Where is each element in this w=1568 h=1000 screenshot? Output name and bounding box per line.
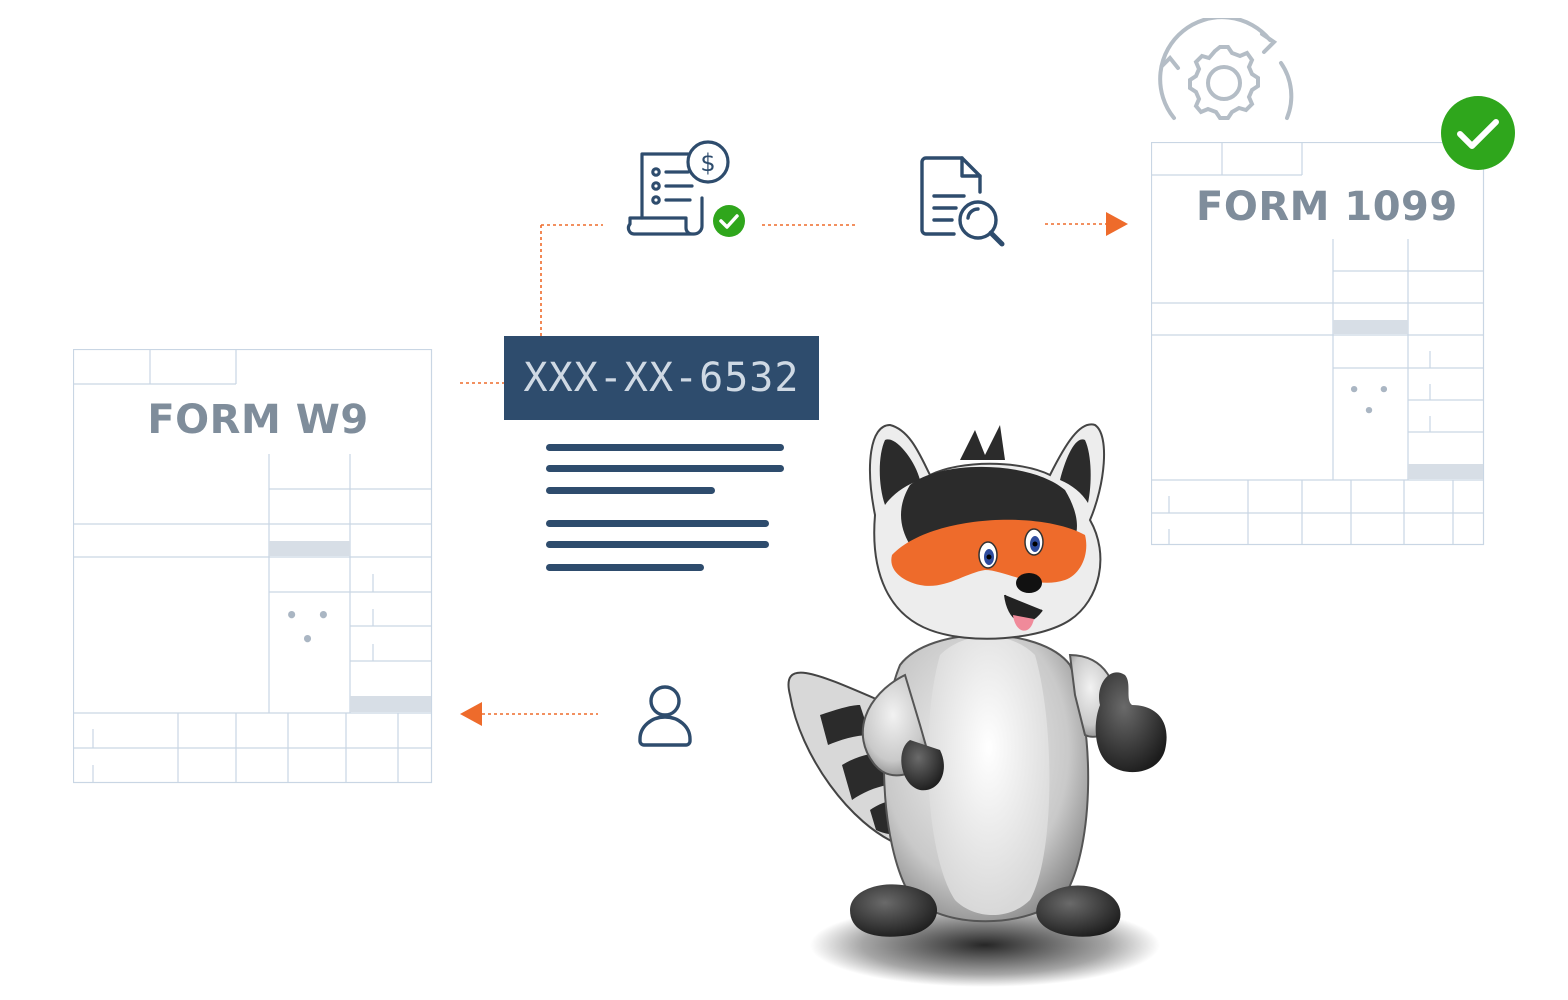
invoice-check-badge-icon — [711, 203, 747, 239]
document-search-icon — [918, 156, 1008, 250]
text-line-placeholder — [546, 444, 784, 451]
masked-ssn-value: XXX-XX-6532 — [523, 355, 800, 401]
text-line-placeholder — [546, 541, 769, 548]
green-check-badge-icon — [1439, 94, 1517, 172]
raccoon-mascot — [780, 405, 1180, 995]
form-1099-title: FORM 1099 — [1196, 184, 1458, 230]
arrow-to-1099 — [1106, 212, 1128, 236]
form-w9-grid — [73, 349, 433, 784]
form-1099-ellipsis: • • • — [1348, 380, 1396, 422]
text-line-placeholder — [546, 520, 769, 527]
invoice-dollar-check-icon: $ — [626, 138, 750, 242]
text-line-placeholder — [546, 487, 715, 494]
form-w9-ellipsis: • • • — [285, 603, 336, 651]
arrow-to-w9 — [460, 702, 482, 726]
gear-sync-icon — [1150, 15, 1305, 128]
form-w9-title: FORM W9 — [147, 397, 369, 443]
masked-ssn-box: XXX-XX-6532 — [504, 336, 819, 420]
user-icon — [636, 683, 694, 747]
form-w9: FORM W9 • • • — [73, 349, 433, 784]
text-line-placeholder — [546, 564, 704, 571]
svg-text:$: $ — [700, 149, 715, 177]
text-line-placeholder — [546, 465, 784, 472]
form-1099: FORM 1099 • • • — [1151, 142, 1485, 546]
form-1099-grid — [1151, 142, 1485, 546]
